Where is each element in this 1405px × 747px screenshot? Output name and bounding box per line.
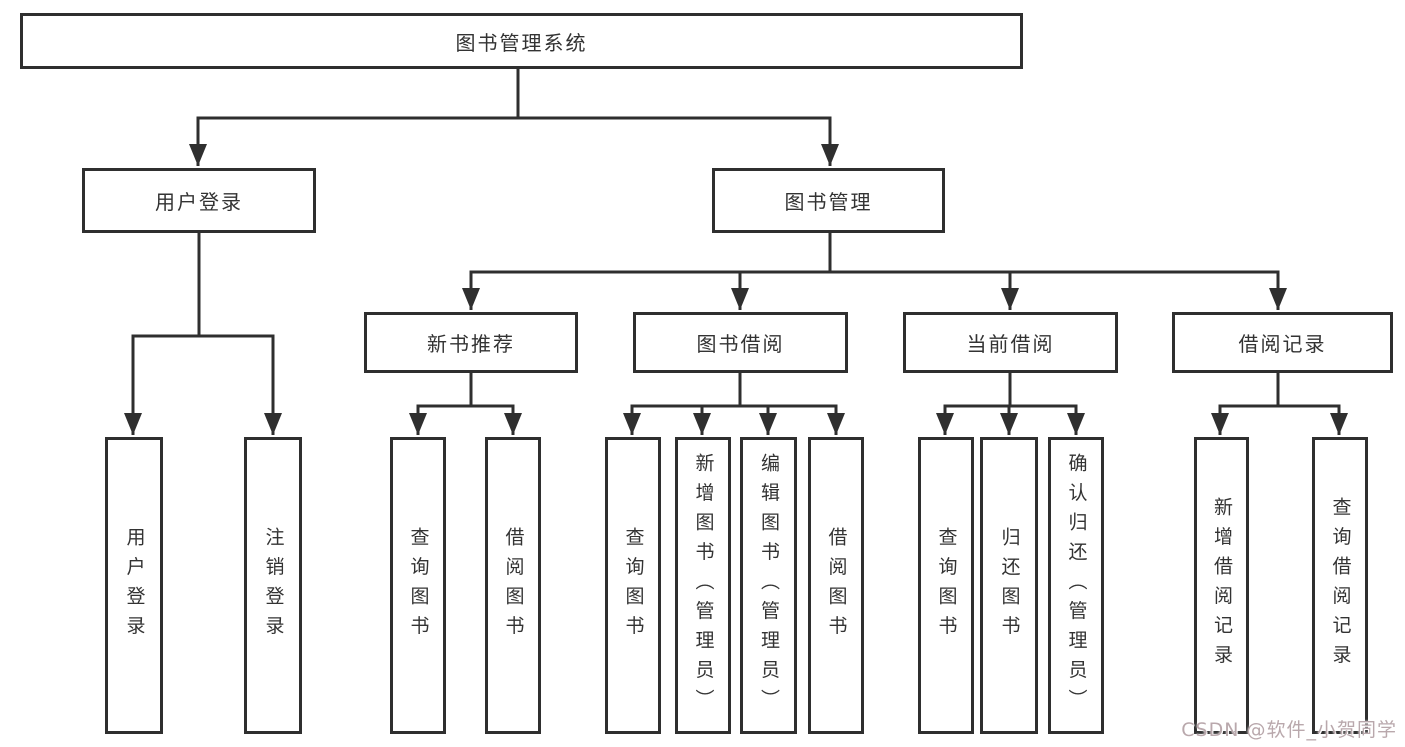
connector-book-borrow-children [623, 373, 845, 435]
node-label: 图书管理系统 [455, 30, 588, 55]
connector-root-to-level2 [189, 69, 839, 166]
node-label: 新书推荐 [427, 332, 515, 356]
node-label: 用户登录 [155, 190, 243, 214]
leaf-return-books: 归还图书 [980, 437, 1038, 734]
node-current-borrowing: 当前借阅 [903, 312, 1118, 373]
node-label: 确认归还（管理员） [1065, 452, 1088, 719]
node-label: 当前借阅 [966, 332, 1055, 356]
connector-book-mgmt-children [462, 233, 1287, 310]
node-label: 借阅图书 [825, 526, 848, 645]
leaf-user-login: 用户登录 [105, 437, 163, 734]
node-label: 图书管理 [784, 190, 873, 214]
node-label: 新增借阅记录 [1211, 497, 1233, 674]
node-book-borrowing: 图书借阅 [633, 312, 848, 373]
connector-new-book-rec-children [409, 373, 522, 435]
node-root-library-system: 图书管理系统 [20, 13, 1023, 69]
connector-borrow-records-children [1211, 373, 1348, 435]
leaf-edit-books-admin: 编辑图书（管理员） [740, 437, 797, 734]
leaf-confirm-return-admin: 确认归还（管理员） [1048, 437, 1104, 734]
connector-current-borrow-children [936, 373, 1085, 435]
node-label: 新增图书（管理员） [692, 452, 715, 719]
leaf-query-books-1: 查询图书 [390, 437, 446, 734]
leaf-query-books-2: 查询图书 [605, 437, 661, 734]
connector-user-login-children [124, 233, 282, 435]
node-label: 查询图书 [622, 526, 645, 645]
node-label: 编辑图书（管理员） [758, 452, 780, 719]
leaf-add-books-admin: 新增图书（管理员） [675, 437, 731, 734]
csdn-watermark: CSDN @软件_小贺同学 [1181, 719, 1397, 741]
leaf-add-borrow-record: 新增借阅记录 [1194, 437, 1249, 734]
node-label: 查询借阅记录 [1329, 497, 1352, 674]
leaf-borrow-books-2: 借阅图书 [808, 437, 864, 734]
node-label: 归还图书 [998, 526, 1021, 645]
node-label: 查询图书 [935, 526, 958, 645]
node-user-login: 用户登录 [82, 168, 316, 233]
node-label: 图书借阅 [696, 332, 785, 356]
leaf-borrow-books-1: 借阅图书 [485, 437, 541, 734]
node-label: 查询图书 [407, 526, 430, 645]
leaf-query-borrow-record: 查询借阅记录 [1312, 437, 1368, 734]
node-new-book-recommend: 新书推荐 [364, 312, 578, 373]
node-book-management: 图书管理 [712, 168, 945, 233]
leaf-logout: 注销登录 [244, 437, 302, 734]
node-label: 注销登录 [262, 526, 285, 645]
leaf-query-books-3: 查询图书 [918, 437, 974, 734]
node-borrow-records: 借阅记录 [1172, 312, 1393, 373]
node-label: 用户登录 [123, 526, 146, 645]
node-label: 借阅记录 [1238, 332, 1327, 356]
node-label: 借阅图书 [502, 526, 525, 645]
